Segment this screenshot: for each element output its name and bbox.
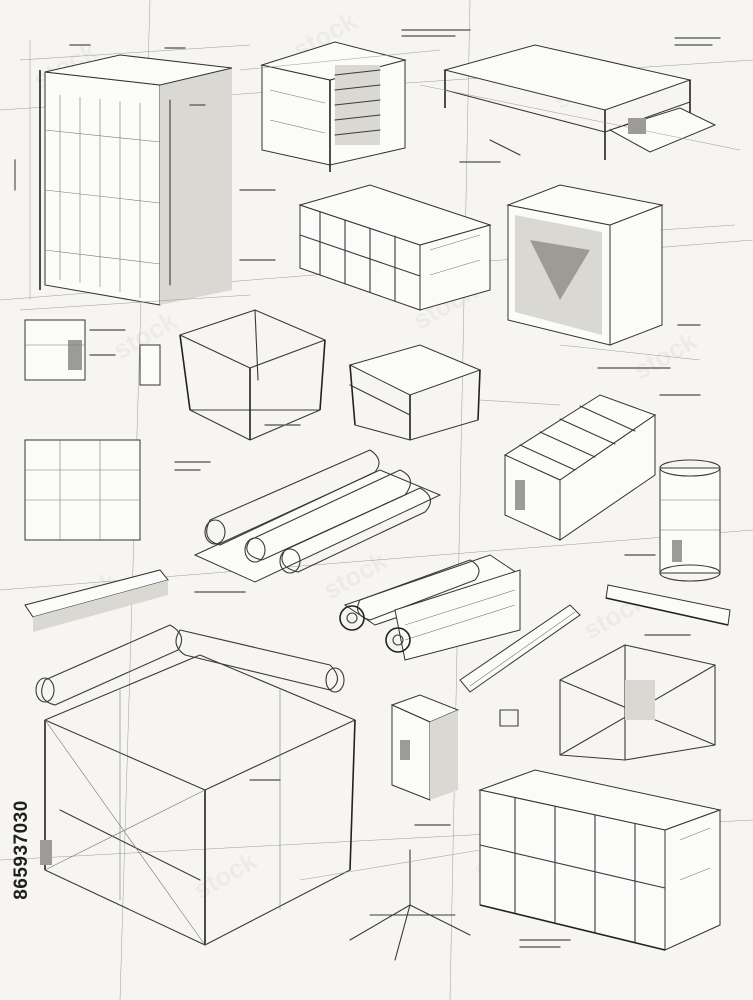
bench-frame-drawing [348, 344, 561, 441]
angled-rail-drawing [459, 604, 581, 693]
side-elevation-details [24, 319, 161, 541]
rail-bar-drawing [605, 584, 731, 626]
container-drawing [478, 769, 722, 951]
grid-enclosure-drawing [239, 184, 492, 311]
stock-id-text: 865937030 [11, 800, 33, 900]
rolled-sheets-drawing [174, 449, 442, 583]
cylinder-tank-drawing [624, 459, 721, 582]
small-tower-drawing [390, 694, 460, 826]
beam-drawing [24, 569, 246, 632]
open-cube-frame-drawing [179, 309, 326, 441]
rolled-frame-drawing [35, 624, 356, 946]
hood-box-drawing [506, 184, 736, 369]
louvered-unit-drawing [503, 394, 701, 541]
stock-id-label: 865937030 [2, 760, 42, 940]
svg-text:stock: stock [188, 845, 262, 905]
roller-carriage-drawing [339, 554, 522, 661]
tall-cabinet-drawing [14, 40, 251, 311]
table-frame-drawing [419, 37, 741, 163]
machine-frame-drawing [239, 29, 471, 172]
truss-drawing [499, 634, 716, 761]
tripod-stand-drawing [299, 849, 481, 961]
